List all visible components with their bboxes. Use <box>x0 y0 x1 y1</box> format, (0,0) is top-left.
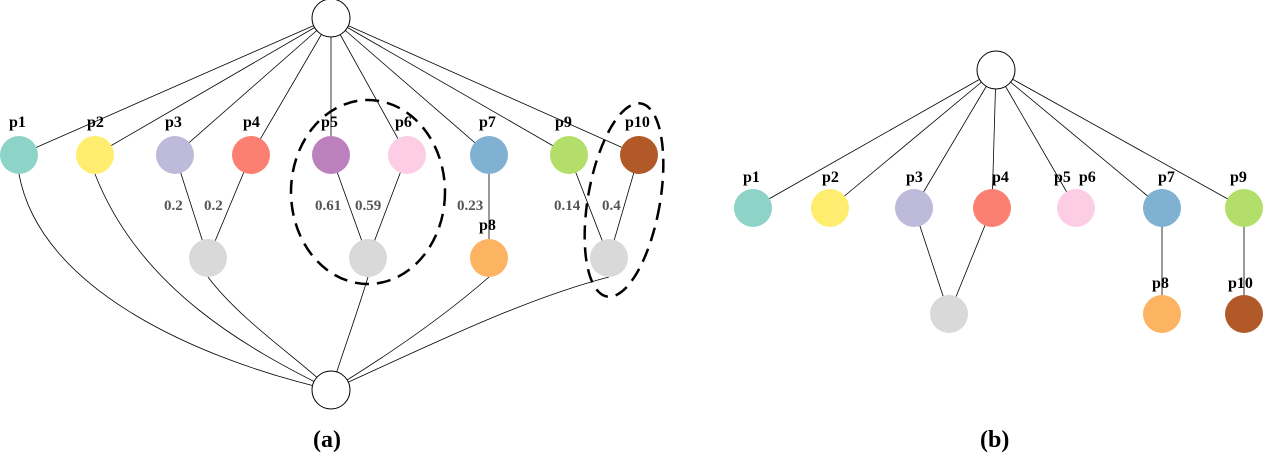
node-p2 <box>76 136 114 174</box>
caption-a: (a) <box>313 427 341 453</box>
b-node-label-p1: p1 <box>743 169 760 186</box>
node-m910 <box>590 239 628 277</box>
node-p3 <box>156 136 194 174</box>
edge-p2-sink <box>94 173 332 391</box>
b-node-label-p2: p2 <box>822 169 839 186</box>
edge-root-p2 <box>94 17 332 156</box>
b-node-p9 <box>1225 189 1263 227</box>
weight-p6-m56: 0.59 <box>355 198 381 214</box>
b-node-p10 <box>1225 295 1263 333</box>
b-node-p56 <box>1057 189 1095 227</box>
edge-root-p4 <box>250 17 332 156</box>
node-label-p3: p3 <box>165 114 182 131</box>
node-p10 <box>620 136 658 174</box>
edge-p1-sink <box>18 173 332 391</box>
weight-p7-p8: 0.23 <box>457 198 483 214</box>
b-node-label-p56: p5 p6 <box>1054 169 1096 186</box>
caption-b: (b) <box>980 427 1009 453</box>
b-edge-p4-m34 <box>948 207 993 315</box>
b-node-m34 <box>930 295 968 333</box>
node-label-p1: p1 <box>9 114 26 131</box>
node-label-p8: p8 <box>479 217 496 234</box>
b-node-p4 <box>973 189 1011 227</box>
sink-node <box>311 370 351 410</box>
edge-root-p9 <box>330 17 570 156</box>
b-node-label-p9: p9 <box>1230 169 1247 186</box>
weight-p4-m34: 0.2 <box>204 198 223 214</box>
weight-p10-m910: 0.4 <box>602 198 621 214</box>
edge-root-p1 <box>18 17 332 156</box>
highlight-group-p10 <box>583 102 665 298</box>
b-node-p1 <box>734 189 772 227</box>
b-node-label-p8: p8 <box>1152 275 1169 292</box>
edge-m34-sink <box>207 276 332 391</box>
b-node-label-p7: p7 <box>1158 169 1175 186</box>
b-edge-root-p3 <box>913 69 997 209</box>
node-p7 <box>470 136 508 174</box>
b-edge-root-p9 <box>995 69 1245 209</box>
node-label-p4: p4 <box>243 114 260 131</box>
weight-p9-m910: 0.14 <box>554 198 581 214</box>
root-node <box>311 0 351 38</box>
node-p6 <box>388 136 426 174</box>
panel-a: p1 p2 p3 p4 p5 p6 p7 p8 p9 p10 0.2 0.2 0.61 0.59 0.23 0… <box>0 0 665 453</box>
edge-root-p6 <box>330 17 408 156</box>
node-p5 <box>312 136 350 174</box>
b-edge-root-p4 <box>991 69 997 209</box>
b-node-label-p3: p3 <box>906 169 923 186</box>
node-label-p2: p2 <box>87 114 104 131</box>
edge-root-p7 <box>330 17 490 156</box>
b-node-p3 <box>895 189 933 227</box>
node-p4 <box>232 136 270 174</box>
weight-p5-m56: 0.61 <box>315 198 341 214</box>
panel-b: p1 p2 p3 p4 p5 p6 p7 p9 p8 p10 (b) <box>734 50 1263 453</box>
edge-p8-sink <box>330 276 490 391</box>
b-node-p2 <box>811 189 849 227</box>
b-edge-root-p7 <box>995 69 1163 209</box>
node-label-p7: p7 <box>479 114 496 131</box>
b-edge-root-p56 <box>995 69 1077 209</box>
node-p8 <box>470 239 508 277</box>
b-node-p7 <box>1143 189 1181 227</box>
edge-m910-sink <box>330 276 610 391</box>
b-edge-root-p1 <box>752 69 997 209</box>
b-node-label-p4: p4 <box>992 169 1009 186</box>
node-m34 <box>189 239 227 277</box>
b-node-p8 <box>1143 295 1181 333</box>
edge-root-p10 <box>330 17 640 156</box>
node-label-p6: p6 <box>395 114 412 131</box>
node-p1 <box>0 136 38 174</box>
b-root-node <box>976 50 1016 90</box>
weight-p3-m34: 0.2 <box>164 198 183 214</box>
node-p9 <box>550 136 588 174</box>
edge-root-p3 <box>174 17 332 156</box>
highlight-group-p5-p6 <box>289 98 447 286</box>
b-node-label-p10: p10 <box>1228 275 1253 292</box>
node-label-p9: p9 <box>555 114 572 131</box>
node-m56 <box>349 239 387 277</box>
node-label-p10: p10 <box>625 114 650 131</box>
node-label-p5: p5 <box>321 114 338 131</box>
b-edge-root-p2 <box>829 69 997 209</box>
